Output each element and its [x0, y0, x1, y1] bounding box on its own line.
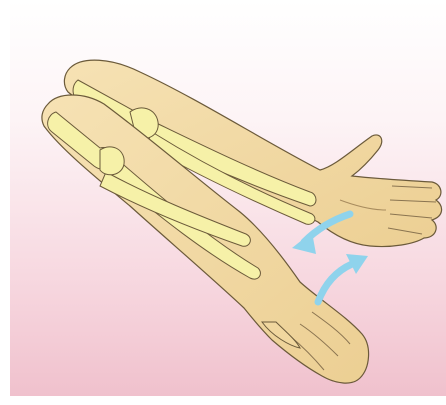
rotation-arrow-icon: [318, 254, 368, 302]
arrow-curve-lower: [318, 264, 352, 302]
arrow-head-upper: [292, 232, 316, 254]
elbow-joint-lower: [100, 147, 124, 175]
